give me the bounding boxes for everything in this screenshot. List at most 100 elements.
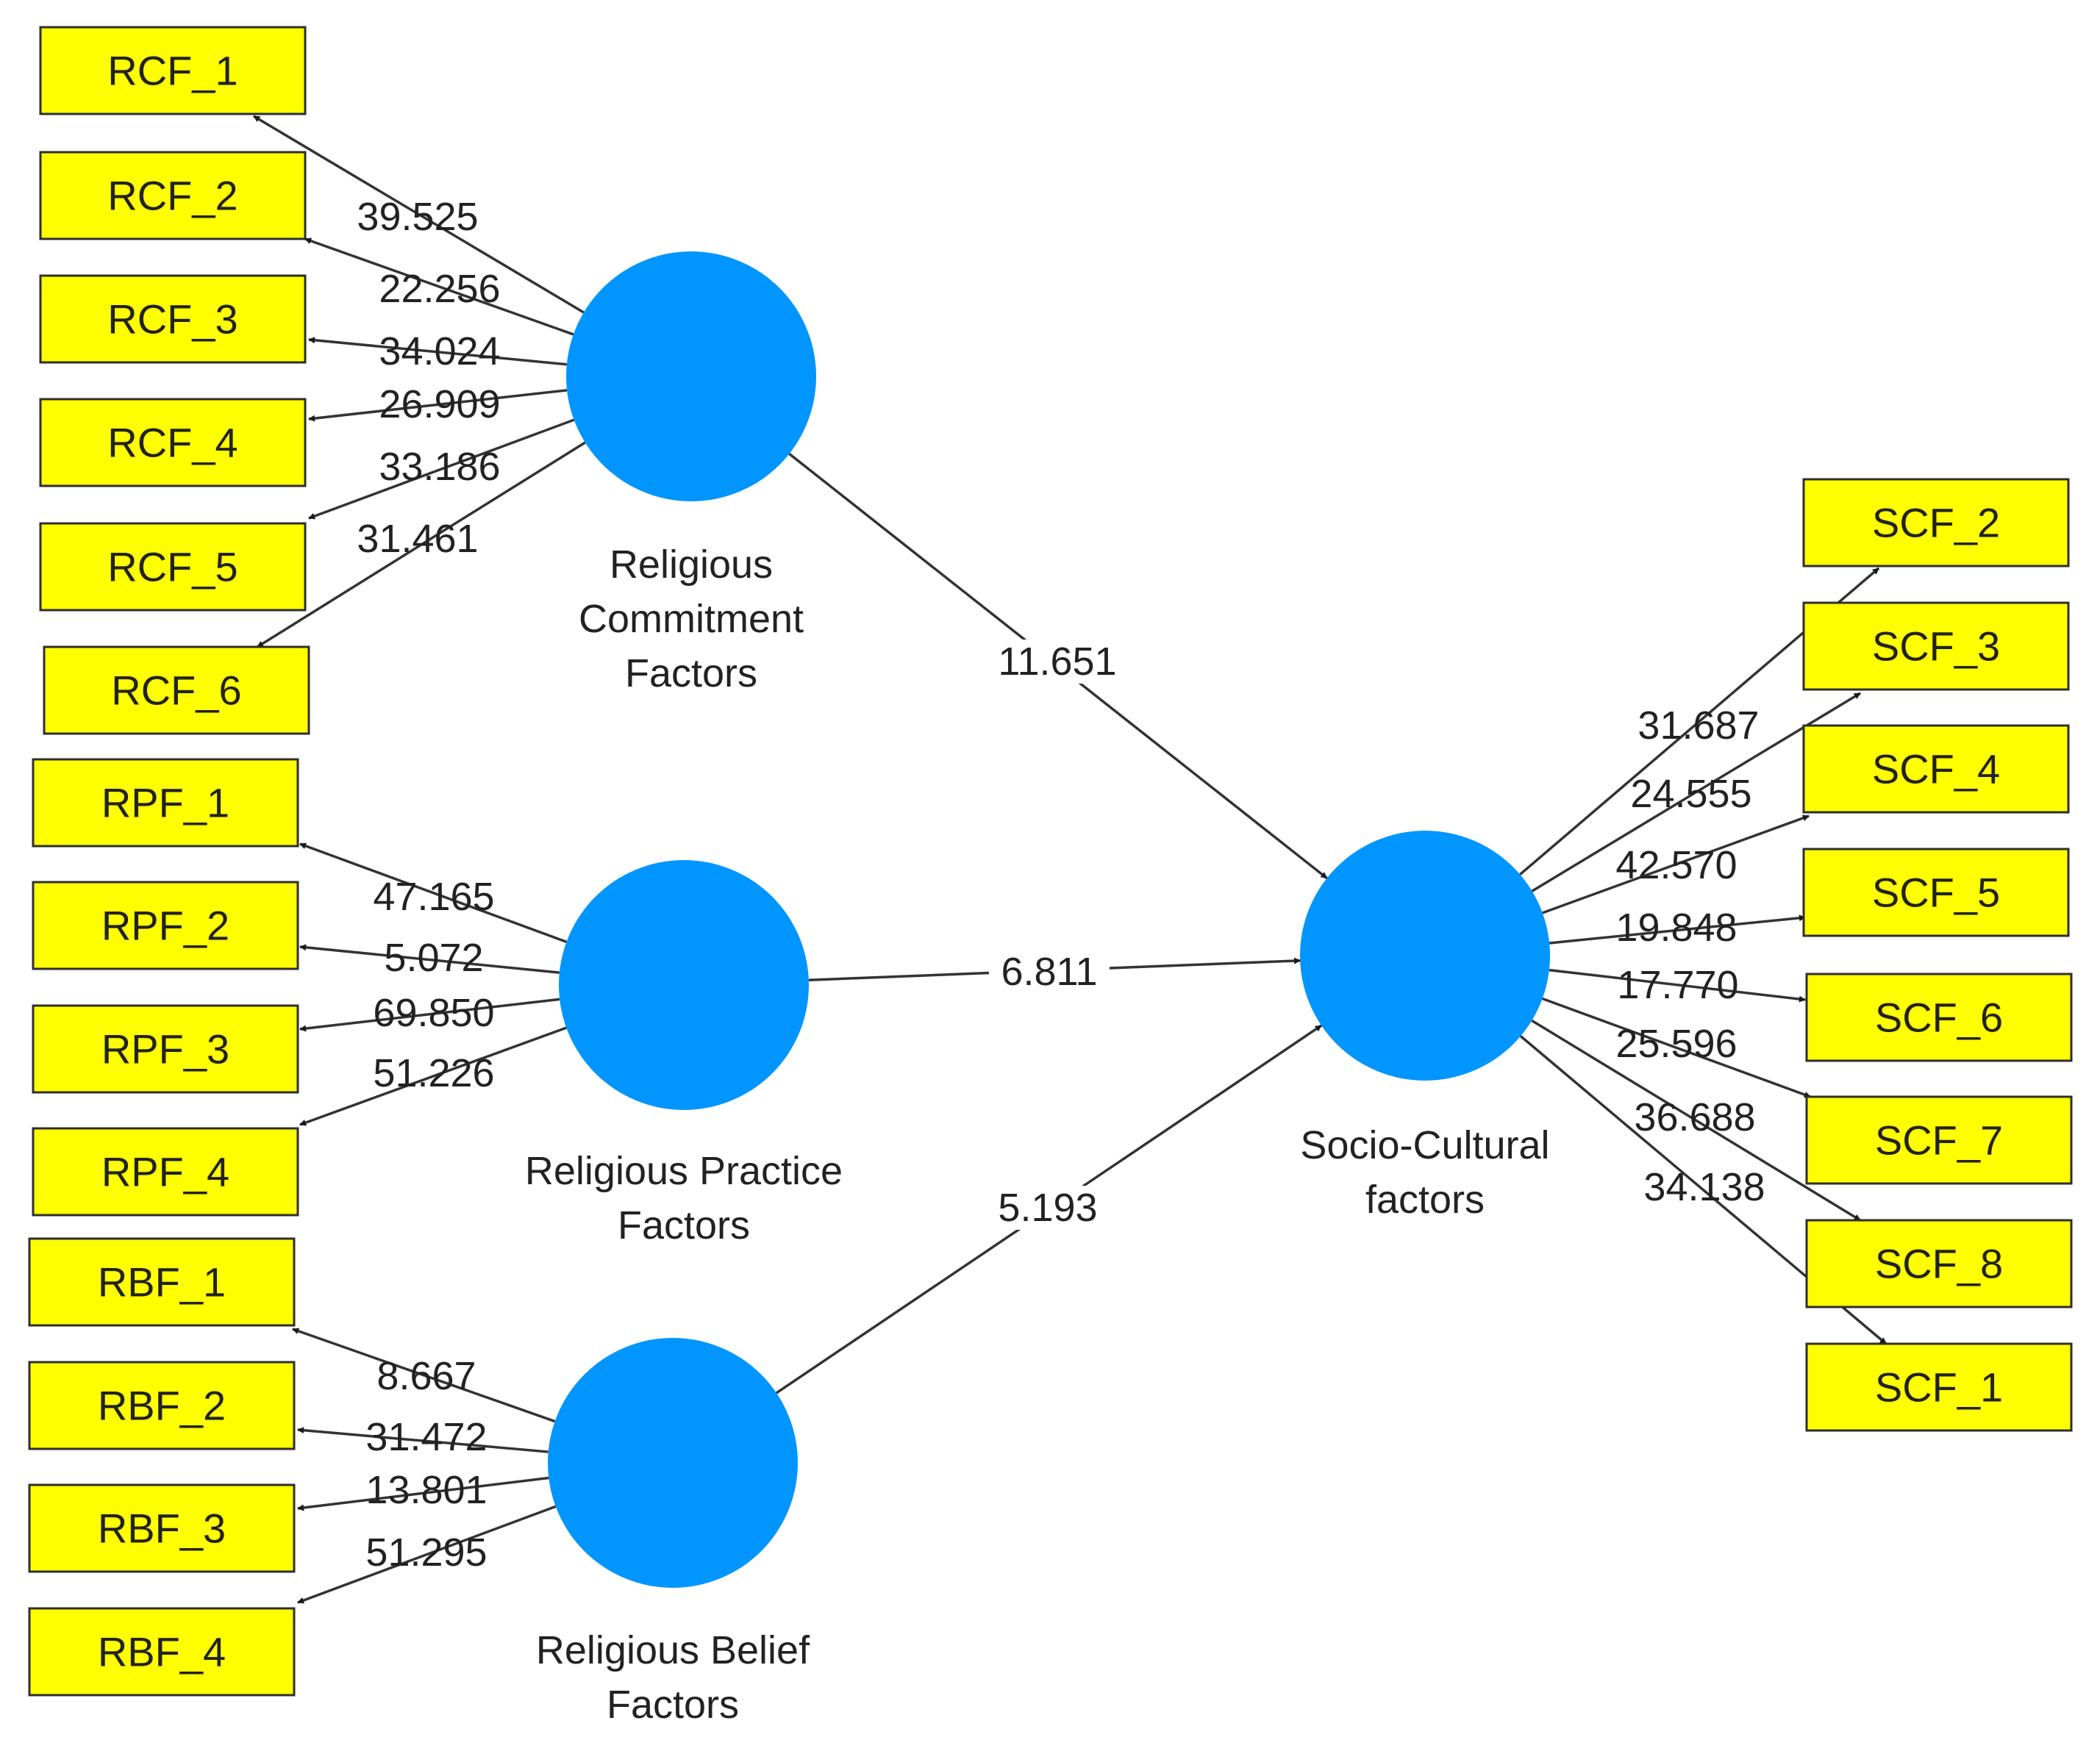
- indicator-rcf-5[interactable]: RCF_5: [39, 522, 307, 612]
- indicator-box[interactable]: [1805, 1095, 2073, 1185]
- indicator-rbf-3[interactable]: RBF_3: [28, 1483, 296, 1573]
- indicator-box[interactable]: [1805, 1342, 2073, 1432]
- loading-value-rpf-1: 47.165: [373, 875, 494, 919]
- loading-arrow-rcf-5: [308, 418, 575, 520]
- indicator-scf-7[interactable]: SCF_7: [1805, 1095, 2073, 1185]
- indicator-rcf-1[interactable]: RCF_1: [39, 26, 307, 115]
- path-value-rpf-to-scf: 6.811: [1001, 950, 1097, 994]
- construct-circle[interactable]: [566, 251, 816, 501]
- indicator-label: RPF_3: [101, 1026, 229, 1073]
- indicator-scf-6[interactable]: SCF_6: [1805, 973, 2073, 1062]
- construct-label-line: Factors: [618, 1203, 750, 1247]
- loading-arrow-rcf-6: [257, 441, 586, 648]
- indicator-scf-3[interactable]: SCF_3: [1802, 601, 2070, 691]
- indicator-label: SCF_2: [1872, 500, 2000, 546]
- indicator-label: RBF_1: [98, 1259, 226, 1306]
- indicator-box[interactable]: [28, 1237, 296, 1327]
- indicator-scf-5[interactable]: SCF_5: [1802, 848, 2070, 937]
- indicator-label: RBF_2: [98, 1383, 226, 1429]
- indicator-rbf-2[interactable]: RBF_2: [28, 1361, 296, 1450]
- loading-value-rpf-2: 5.072: [384, 936, 483, 980]
- indicator-box[interactable]: [32, 1004, 299, 1094]
- loading-arrow-scf-5: [1549, 914, 1806, 945]
- indicator-rcf-2[interactable]: RCF_2: [39, 151, 307, 240]
- indicator-rpf-2[interactable]: RPF_2: [32, 881, 299, 970]
- indicator-rpf-3[interactable]: RPF_3: [32, 1004, 299, 1094]
- loading-value-rbf-4: 51.295: [365, 1530, 487, 1575]
- loading-value-rcf-5: 33.186: [379, 445, 500, 489]
- indicator-scf-8[interactable]: SCF_8: [1805, 1219, 2073, 1308]
- indicator-rcf-4[interactable]: RCF_4: [39, 398, 307, 487]
- loading-value-rcf-3: 34.024: [379, 329, 500, 373]
- loading-value-rpf-3: 69.850: [373, 991, 494, 1035]
- loading-value-rcf-6: 31.461: [357, 517, 478, 561]
- indicator-box[interactable]: [1805, 973, 2073, 1062]
- indicator-box[interactable]: [1805, 1219, 2073, 1308]
- loading-value-scf-7: 25.596: [1615, 1022, 1737, 1066]
- construct-circle[interactable]: [559, 860, 809, 1110]
- loading-value-scf-5: 19.848: [1615, 906, 1737, 950]
- construct-label-line: Socio-Cultural: [1300, 1123, 1549, 1167]
- indicator-scf-4[interactable]: SCF_4: [1802, 724, 2070, 814]
- loading-arrow-rcf-4: [308, 389, 568, 422]
- indicator-rbf-1[interactable]: RBF_1: [28, 1237, 296, 1327]
- loading-arrow-scf-6: [1549, 968, 1806, 1003]
- indicator-box[interactable]: [1802, 601, 2070, 691]
- loading-value-rcf-2: 22.256: [379, 267, 500, 311]
- construct-circle[interactable]: [1300, 831, 1550, 1081]
- indicator-label: RBF_4: [98, 1629, 226, 1675]
- construct-circle[interactable]: [548, 1338, 798, 1588]
- indicator-box[interactable]: [28, 1607, 296, 1697]
- indicator-scf-1[interactable]: SCF_1: [1805, 1342, 2073, 1432]
- indicator-label: RCF_1: [107, 48, 238, 94]
- indicator-label: RPF_2: [101, 903, 229, 949]
- indicator-box[interactable]: [39, 398, 307, 487]
- indicator-label: SCF_6: [1875, 995, 2003, 1041]
- loading-value-rcf-4: 26.909: [379, 382, 500, 426]
- indicator-box[interactable]: [32, 1127, 299, 1217]
- indicator-box[interactable]: [32, 758, 299, 848]
- indicator-label: RPF_1: [101, 780, 229, 826]
- loading-arrow-rbf-4: [297, 1505, 557, 1604]
- indicator-label: RCF_2: [107, 173, 238, 219]
- loading-arrow-rcf-2: [304, 237, 574, 336]
- indicator-rbf-4[interactable]: RBF_4: [28, 1607, 296, 1697]
- path-value-rcf-to-scf: 11.651: [998, 640, 1116, 684]
- indicator-box[interactable]: [28, 1483, 296, 1573]
- indicator-rpf-4[interactable]: RPF_4: [32, 1127, 299, 1217]
- path-value-rbf-to-scf: 5.193: [998, 1186, 1097, 1230]
- loading-value-rpf-4: 51.226: [373, 1051, 494, 1095]
- indicator-label: RCF_6: [111, 667, 241, 714]
- construct-scf[interactable]: Socio-Cultural factors: [1300, 831, 1550, 1222]
- indicator-box[interactable]: [39, 26, 307, 115]
- indicator-box[interactable]: [39, 151, 307, 240]
- construct-label-line: factors: [1365, 1178, 1485, 1222]
- loading-value-scf-1: 34.138: [1643, 1165, 1765, 1209]
- loading-value-scf-2: 31.687: [1638, 703, 1759, 748]
- indicator-box[interactable]: [43, 645, 310, 735]
- indicator-rpf-1[interactable]: RPF_1: [32, 758, 299, 848]
- indicator-rcf-6[interactable]: RCF_6: [43, 645, 310, 735]
- indicator-box[interactable]: [28, 1361, 296, 1450]
- loading-arrow-scf-7: [1542, 997, 1811, 1098]
- indicator-box[interactable]: [1802, 478, 2070, 567]
- indicator-box[interactable]: [32, 881, 299, 970]
- indicator-box[interactable]: [1802, 848, 2070, 937]
- construct-label-line: Religious Practice: [525, 1149, 843, 1193]
- indicator-scf-2[interactable]: SCF_2: [1802, 478, 2070, 567]
- indicator-rcf-3[interactable]: RCF_3: [39, 274, 307, 364]
- loading-arrow-rpf-4: [299, 1026, 567, 1126]
- loading-value-scf-6: 17.770: [1617, 963, 1738, 1007]
- loading-value-scf-4: 42.570: [1615, 843, 1737, 887]
- indicator-box[interactable]: [39, 274, 307, 364]
- indicator-label: RBF_3: [98, 1505, 226, 1552]
- loading-arrow-rcf-1: [253, 115, 585, 314]
- indicator-box[interactable]: [1802, 724, 2070, 814]
- indicator-box[interactable]: [39, 522, 307, 612]
- loading-arrow-rpf-3: [299, 998, 560, 1032]
- indicator-label: SCF_5: [1872, 870, 2000, 916]
